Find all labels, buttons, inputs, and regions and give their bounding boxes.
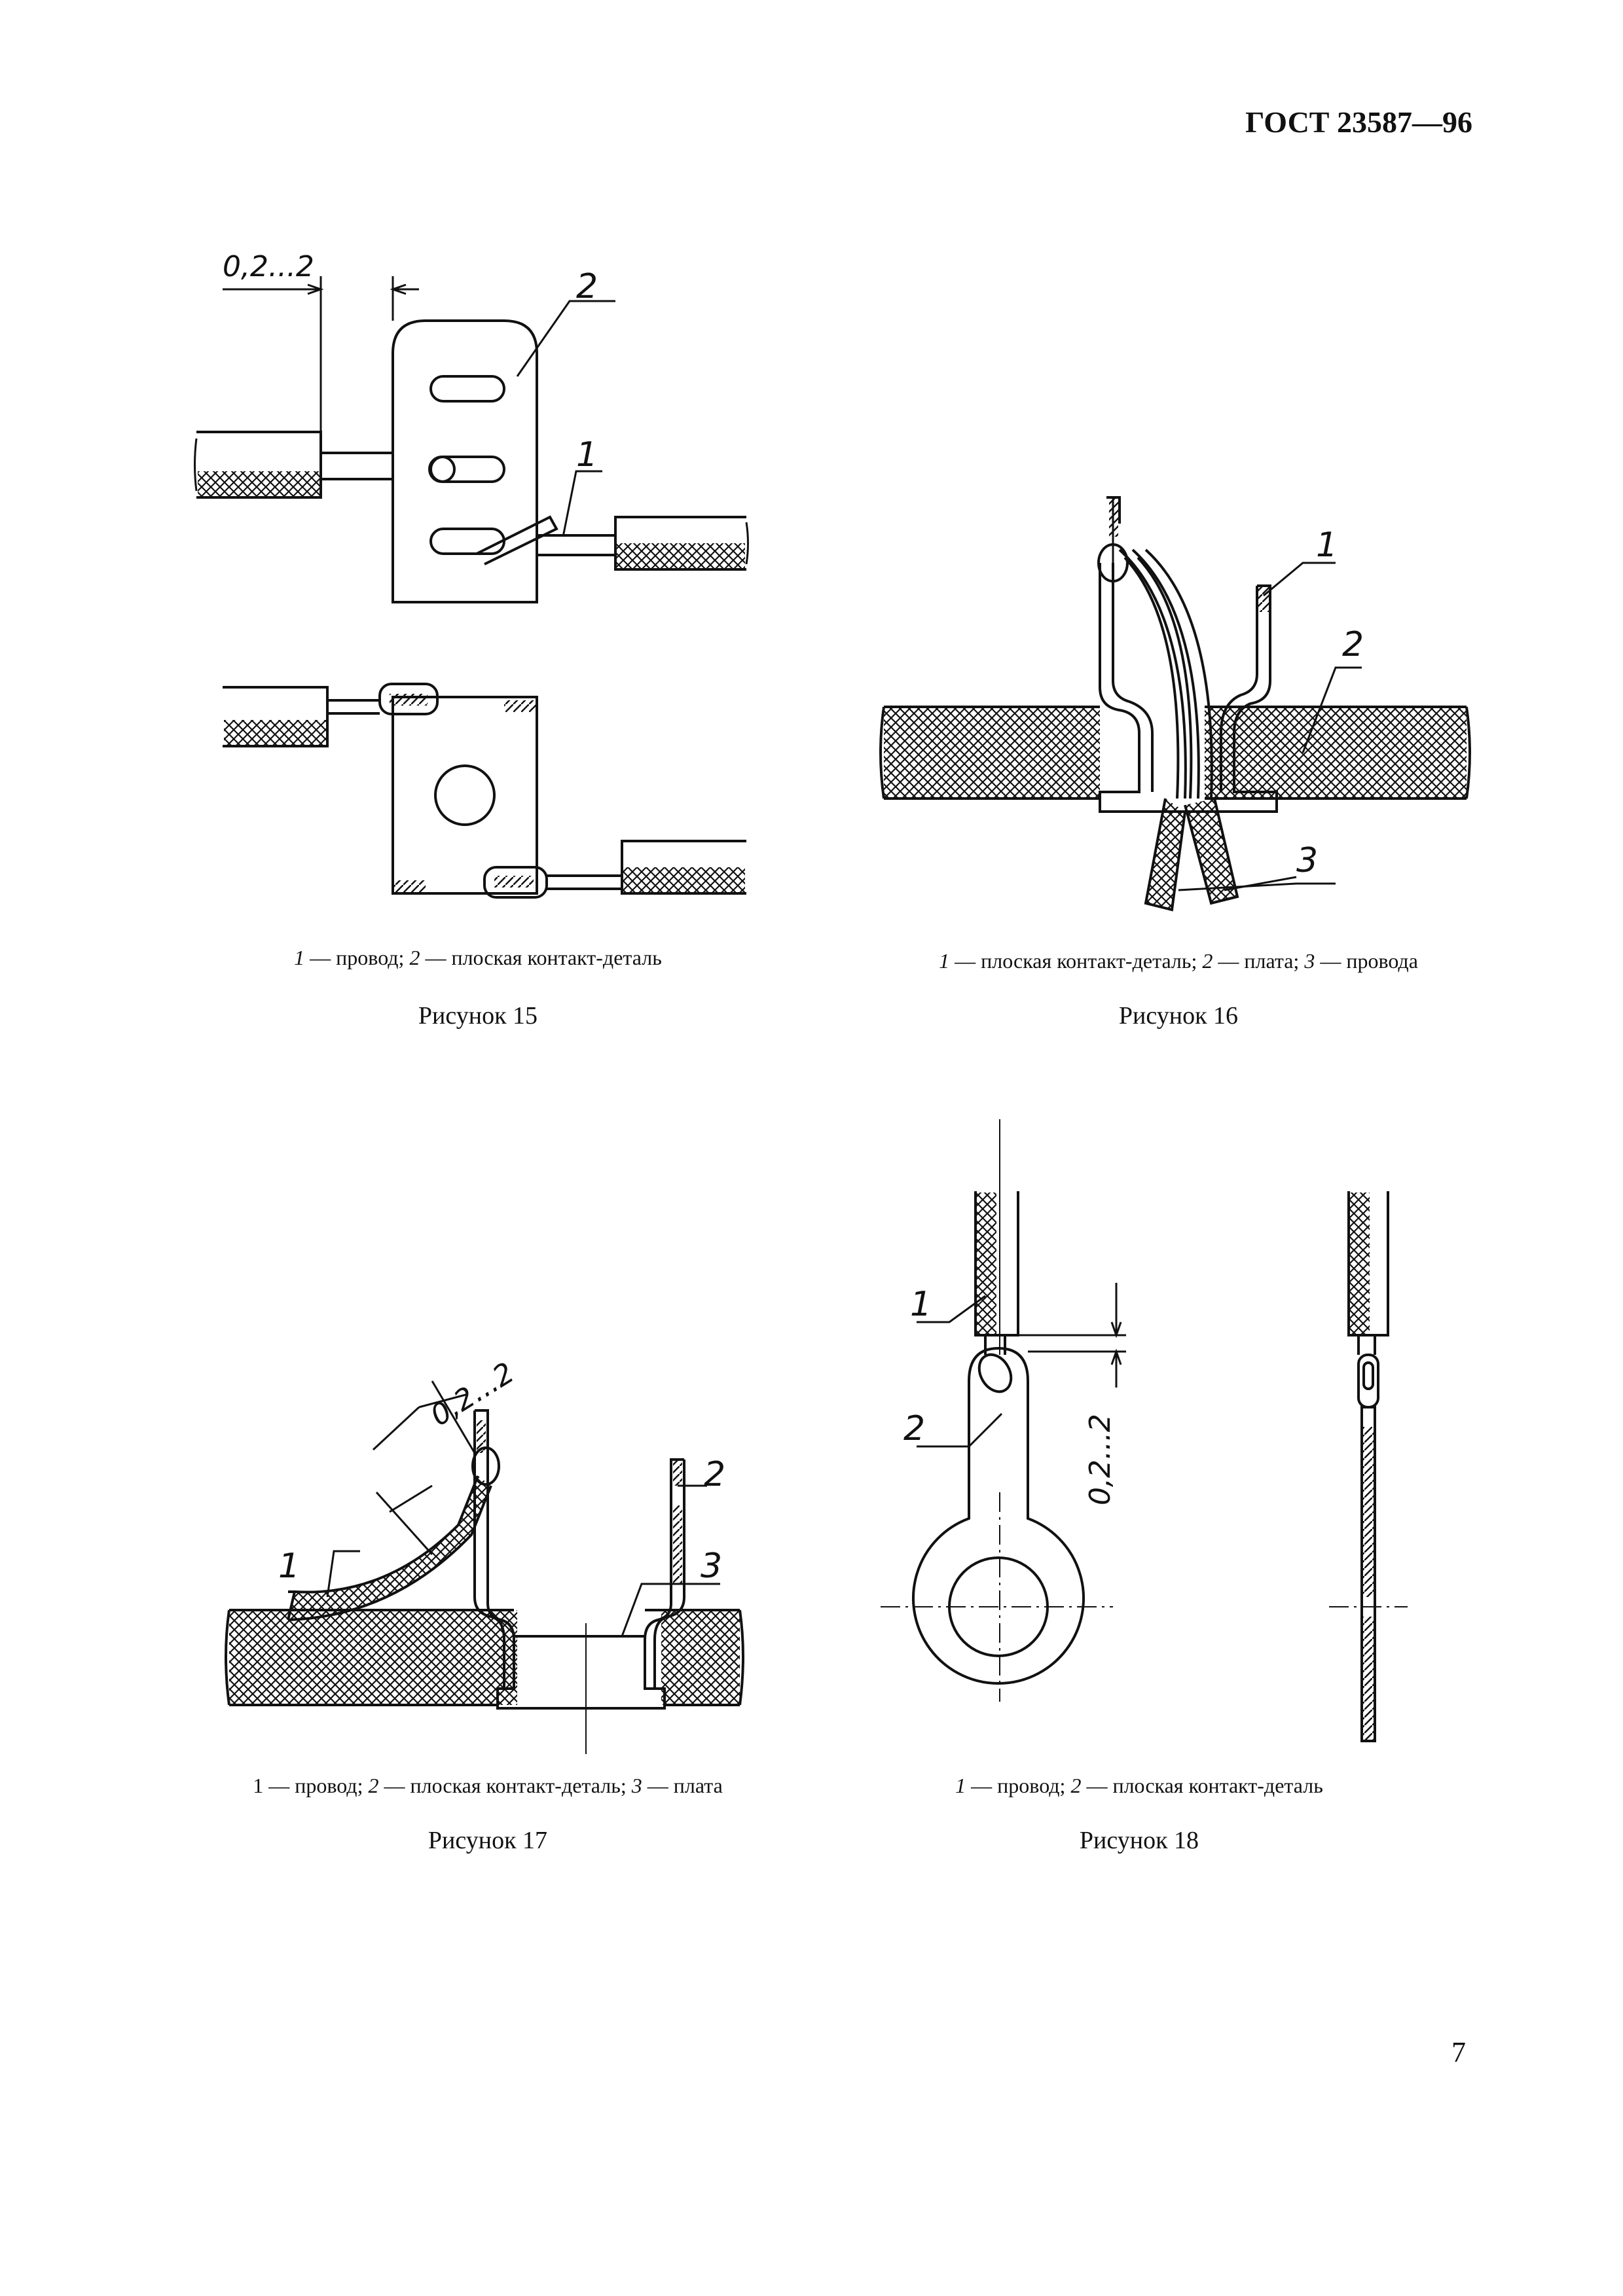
legend-text: — плата (642, 1774, 723, 1797)
fig17-callout-3: 3 (701, 1547, 722, 1586)
fig18-dimension-label: 0,2...2 (1084, 1414, 1117, 1505)
figure-17-legend: 1 — провод; 2 — плоская контакт-деталь; … (216, 1774, 759, 1798)
legend-num: 1 (253, 1774, 264, 1797)
legend-text: — плоская контакт-деталь (1081, 1774, 1323, 1797)
legend-text: — провод; (304, 946, 410, 969)
legend-text: — провод; (966, 1774, 1071, 1797)
legend-num: 2 (368, 1774, 379, 1797)
legend-num: 2 (409, 946, 420, 969)
figure-15-legend: 1 — провод; 2 — плоская контакт-деталь (249, 946, 707, 970)
figure-16-drawing: 1 2 3 (879, 496, 1471, 912)
legend-text: — провода (1315, 949, 1418, 973)
legend-num: 1 (955, 1774, 966, 1797)
fig16-callout-3: 3 (1296, 841, 1318, 880)
figure-15-caption: Рисунок 15 (418, 1002, 538, 1030)
legend-text: — плата; (1213, 949, 1305, 973)
fig18-callout-2: 2 (903, 1409, 925, 1448)
figure-18-legend: 1 — провод; 2 — плоская контакт-деталь (877, 1774, 1401, 1798)
fig17-callout-2: 2 (704, 1455, 725, 1494)
legend-num: 3 (631, 1774, 642, 1797)
fig15-callout-1: 1 (576, 435, 598, 475)
figure-17-drawing: 0,2...2 1 2 3 (225, 1356, 744, 1754)
legend-num: 2 (1070, 1774, 1082, 1797)
fig15-callout-2: 2 (576, 267, 598, 306)
figure-18-caption: Рисунок 18 (1079, 1827, 1199, 1854)
fig18-callout-1: 1 (910, 1285, 932, 1324)
document-header: ГОСТ 23587—96 (1245, 105, 1472, 139)
legend-text: — плоская контакт-деталь; (949, 949, 1203, 973)
figure-16-caption: Рисунок 16 (1118, 1002, 1239, 1030)
legend-num: 1 (294, 946, 305, 969)
fig16-callout-2: 2 (1342, 625, 1364, 664)
legend-text: — провод; (263, 1774, 369, 1797)
figure-16-legend: 1 — плоская контакт-деталь; 2 — плата; 3… (877, 949, 1480, 973)
figure-17-caption: Рисунок 17 (428, 1827, 548, 1854)
legend-num: 3 (1304, 949, 1315, 973)
fig16-callout-1: 1 (1316, 526, 1338, 565)
page-number: 7 (1451, 2036, 1466, 2068)
legend-text: — плоская контакт-деталь; (378, 1774, 632, 1797)
legend-num: 1 (939, 949, 950, 973)
figure-15-drawing: 0,2...2 2 1 (194, 250, 749, 899)
fig17-callout-1: 1 (278, 1547, 300, 1586)
legend-num: 2 (1202, 949, 1213, 973)
fig15-dimension-label: 0,2...2 (223, 250, 314, 283)
figure-18-drawing: 0,2...2 1 2 (881, 1119, 1408, 1742)
legend-text: — плоская контакт-деталь (420, 946, 662, 969)
